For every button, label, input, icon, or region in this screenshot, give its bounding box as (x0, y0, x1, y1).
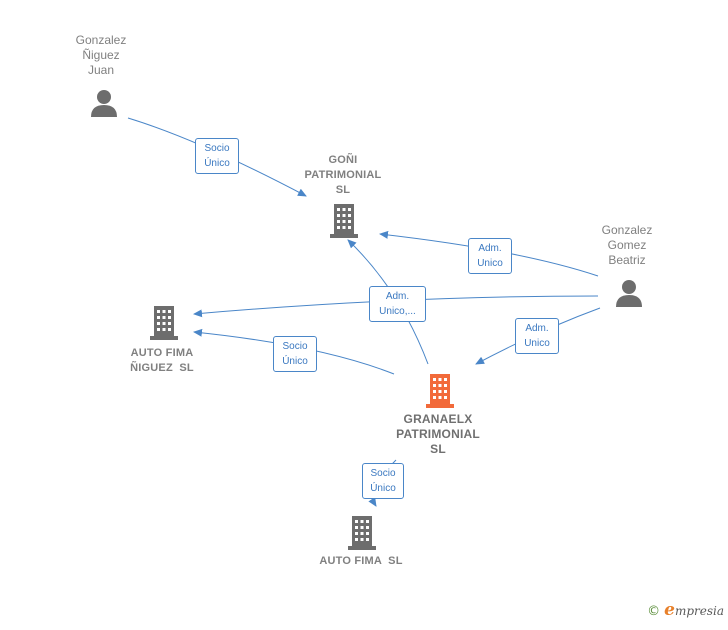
label-line: SL (335, 184, 351, 196)
edge-label-socio-unico[interactable]: Socio Único (362, 463, 404, 499)
edge-label-adm-unico[interactable]: Adm. Unico (515, 318, 559, 354)
edge-label-line: Adm. (478, 243, 502, 254)
edge-label-line: Único (204, 158, 230, 169)
edge-label-adm-unico[interactable]: Adm. Unico (468, 238, 512, 274)
label-line: SL (430, 442, 446, 456)
building-icon[interactable] (348, 516, 376, 550)
label-line: AUTO FIMA SL (319, 555, 403, 567)
label-line: PATRIMONIAL (396, 427, 480, 441)
edge-label-line: Socio (204, 143, 230, 154)
copyright-icon: © (647, 604, 661, 619)
edge-label-line: Único (370, 483, 396, 494)
edge-label-line: Socio (282, 341, 308, 352)
person-label-gonzalez-niguez-juan[interactable]: Gonzalez Ñiguez Juan (46, 33, 156, 78)
person-label-gonzalez-gomez-beatriz[interactable]: Gonzalez Gomez Beatriz (572, 223, 682, 268)
label-line: Ñiguez (82, 48, 120, 62)
brand-name: mpresia (674, 604, 724, 618)
brand-logo[interactable]: ©empresia (647, 600, 724, 620)
company-label-auto-fima[interactable]: AUTO FIMA SL (306, 554, 416, 569)
edge-label-line: Adm. (525, 323, 549, 334)
edge-label-socio-unico[interactable]: Socio Único (273, 336, 317, 372)
label-line: PATRIMONIAL (304, 169, 382, 181)
label-line: Gomez (607, 238, 647, 252)
edge-label-adm-unico-multi[interactable]: Adm. Unico,... (369, 286, 426, 322)
edge-label-line: Unico (477, 258, 503, 269)
label-line: Juan (87, 63, 115, 77)
company-label-granaelx-patrimonial[interactable]: GRANAELX PATRIMONIAL SL (383, 412, 493, 457)
company-label-auto-fima-niguez[interactable]: AUTO FIMA ÑIGUEZ SL (107, 346, 217, 376)
label-line: GRANAELX (403, 412, 473, 426)
brand-initial: e (664, 600, 675, 620)
person-icon[interactable] (616, 280, 642, 307)
building-icon[interactable] (150, 306, 178, 340)
edge-label-line: Adm. (385, 291, 410, 302)
building-icon[interactable] (330, 204, 358, 238)
label-line: GOÑI (328, 154, 358, 166)
company-label-goni-patrimonial[interactable]: GOÑI PATRIMONIAL SL (288, 153, 398, 198)
edge-label-line: Único (282, 356, 308, 367)
edge-label-line: Unico,... (379, 306, 416, 317)
person-icon[interactable] (91, 90, 117, 117)
label-line: Gonzalez (601, 223, 653, 237)
focus-building-icon[interactable] (426, 374, 454, 408)
label-line: AUTO FIMA (130, 347, 194, 359)
label-line: ÑIGUEZ SL (130, 362, 194, 374)
edge-label-line: Socio (370, 468, 396, 479)
label-line: Beatriz (608, 253, 646, 267)
edge-label-line: Unico (524, 338, 550, 349)
edge-label-socio-unico[interactable]: Socio Único (195, 138, 239, 174)
label-line: Gonzalez (75, 33, 127, 47)
